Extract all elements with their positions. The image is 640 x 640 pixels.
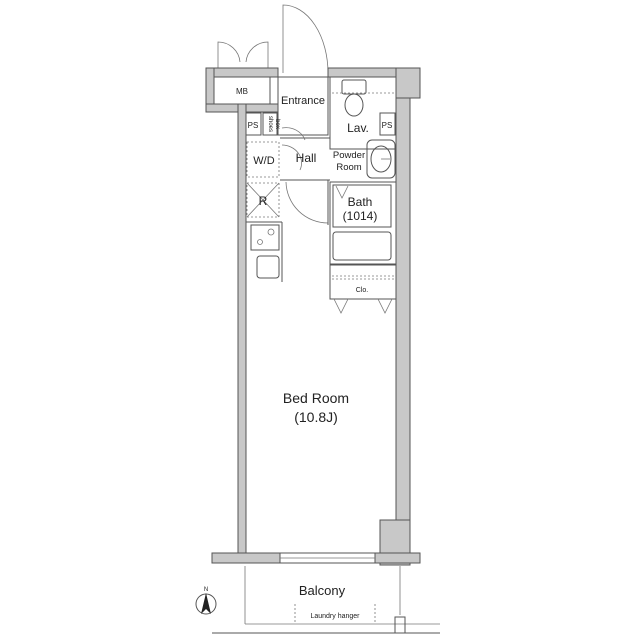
north-arrow-icon: [195, 593, 217, 615]
balcony: [212, 566, 440, 634]
sink-icon: [366, 139, 396, 179]
refrigerator: [246, 182, 280, 218]
ps-right-label: PS: [382, 121, 393, 130]
washer-dryer: [246, 141, 280, 178]
shoes-box-label: shoes: [267, 116, 273, 132]
laundry-hanger-label: Laundry hanger: [310, 613, 360, 620]
hall-door[interactable]: [285, 181, 329, 224]
bath-label: Bath: [348, 195, 373, 209]
mb-doors: [217, 41, 269, 73]
bedroom-label: Bed Room: [283, 390, 349, 406]
stove-icon: [250, 224, 280, 251]
shoes-box-label-2: box: [274, 119, 280, 129]
kitchen-sink-icon: [256, 255, 280, 279]
powder-room-label: Powder: [333, 150, 365, 161]
refrigerator-label: R: [259, 194, 268, 208]
lav-label: Lav.: [347, 121, 369, 135]
mb-label: MB: [236, 87, 248, 96]
bedroom-size-label: (10.8J): [294, 409, 338, 425]
hall-label: Hall: [296, 151, 317, 165]
closet-label: Clo.: [356, 287, 369, 294]
ps-left-label: PS: [248, 121, 259, 130]
mb-box: [213, 76, 271, 105]
bathtub-icon: [332, 231, 392, 261]
walls: [205, 67, 421, 566]
closet-doors[interactable]: [333, 298, 393, 314]
powder-room-label-2: Room: [336, 162, 361, 173]
bath-size-label: (1014): [343, 209, 378, 223]
balcony-label: Balcony: [299, 583, 346, 598]
north-label: N: [204, 587, 208, 593]
toilet-icon: [332, 79, 394, 117]
wd-label: W/D: [253, 155, 274, 167]
entrance-door[interactable]: [282, 4, 329, 74]
entrance-label: Entrance: [281, 95, 325, 107]
